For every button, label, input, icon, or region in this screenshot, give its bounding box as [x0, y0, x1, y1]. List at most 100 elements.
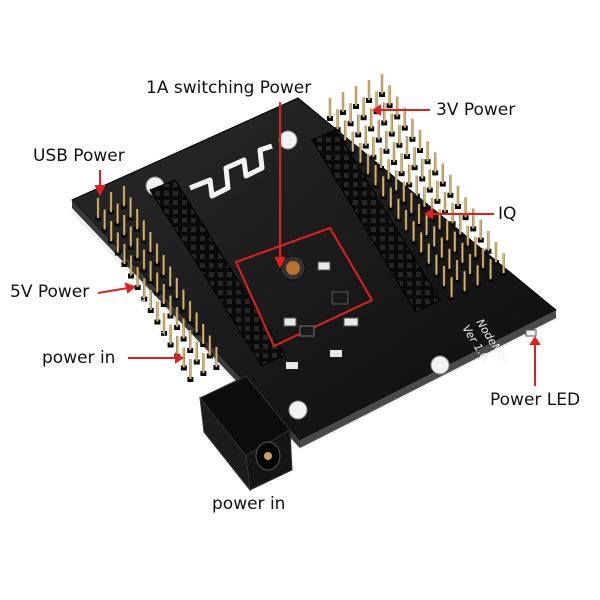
pin-base [108, 239, 115, 244]
header-pin [162, 255, 165, 275]
header-pin [417, 204, 421, 224]
pin-base [404, 154, 410, 159]
pin-base [366, 98, 372, 103]
header-pin [425, 215, 428, 236]
pin-base [413, 193, 420, 199]
header-pin [440, 237, 443, 258]
pin-base [147, 279, 154, 284]
pin-base [396, 142, 403, 148]
pin-base [418, 250, 425, 256]
header-pin [412, 221, 415, 242]
pin-base [444, 238, 451, 244]
header-pin [476, 265, 479, 286]
header-pin [129, 255, 133, 276]
pin-base [487, 277, 494, 283]
pin-base [368, 126, 375, 132]
header-pin [182, 347, 185, 368]
pin-base [434, 198, 441, 204]
header-pin [418, 130, 422, 150]
pin-base [187, 319, 193, 324]
smd-component [330, 350, 342, 357]
header-pin [370, 108, 373, 129]
right-pin-headers [327, 74, 507, 301]
header-pin [162, 313, 166, 333]
header-pin [397, 198, 400, 219]
pin-base [472, 254, 479, 260]
header-pin [110, 221, 113, 241]
header-pin [441, 163, 444, 184]
header-pin [374, 165, 377, 186]
pin-base [357, 160, 364, 166]
header-pin [392, 142, 396, 162]
pin-base [464, 243, 471, 249]
pin-base [187, 348, 194, 353]
header-pin [398, 124, 401, 145]
pin-base [470, 226, 477, 232]
header-pin [389, 187, 392, 208]
header-pin [349, 103, 352, 124]
label-power-led: Power LED [490, 390, 581, 410]
header-pin [341, 92, 345, 112]
label-iq: IQ [498, 204, 517, 224]
annotation-lines [94, 102, 541, 386]
wifi-logo [189, 143, 273, 199]
header-pin [364, 125, 367, 146]
label-usb-power: USB Power [33, 146, 125, 166]
pin-base [121, 233, 128, 238]
header-pin [479, 219, 482, 240]
header-pin [176, 336, 179, 356]
pin-base [147, 250, 154, 255]
pin-base [349, 149, 356, 155]
pin-base [167, 284, 174, 290]
header-pin [385, 130, 388, 151]
header-pin [202, 353, 205, 373]
pin-base [154, 261, 160, 267]
header-pin [359, 142, 362, 163]
pin-base [480, 266, 486, 271]
header-pin [136, 267, 139, 287]
pin-base [379, 92, 385, 97]
pin-base [394, 114, 401, 120]
pin-base [134, 256, 141, 261]
pin-base [431, 244, 438, 250]
header-pin [449, 174, 452, 195]
pin-base [200, 371, 207, 376]
pin-base [213, 365, 220, 370]
pin-base [160, 273, 167, 278]
pcb-board [70, 97, 560, 450]
header-pin [175, 307, 179, 327]
header-pin [411, 118, 414, 139]
header-pin [156, 301, 159, 322]
header-pin [377, 119, 380, 140]
pin-base [449, 221, 456, 227]
header-pin [438, 209, 441, 230]
header-pin [402, 181, 405, 202]
pin-base [342, 138, 349, 144]
mounting-hole [278, 130, 298, 150]
pin-base [141, 267, 147, 273]
pin-base [477, 237, 484, 243]
header-pin [453, 231, 456, 252]
pin-base [327, 116, 333, 121]
header-pin [400, 153, 403, 174]
pin-base [381, 120, 388, 126]
mounting-hole [430, 355, 450, 375]
label-3v-power: 3V Power [436, 100, 516, 120]
header-pin [428, 169, 431, 190]
header-pin [403, 107, 406, 128]
pin-base [173, 296, 180, 301]
header-pin [215, 347, 218, 367]
header-pin [195, 312, 198, 333]
header-pin [351, 131, 354, 152]
header-pin [142, 249, 146, 270]
pin-base [380, 194, 387, 200]
pin-base [423, 233, 430, 239]
pin-base [140, 238, 147, 244]
pin-base [395, 216, 402, 222]
header-pin [116, 232, 119, 253]
header-pin [344, 120, 347, 141]
header-pin [459, 214, 462, 235]
header-pin [129, 226, 132, 247]
pin-base [417, 148, 423, 153]
pin-base [386, 103, 393, 109]
